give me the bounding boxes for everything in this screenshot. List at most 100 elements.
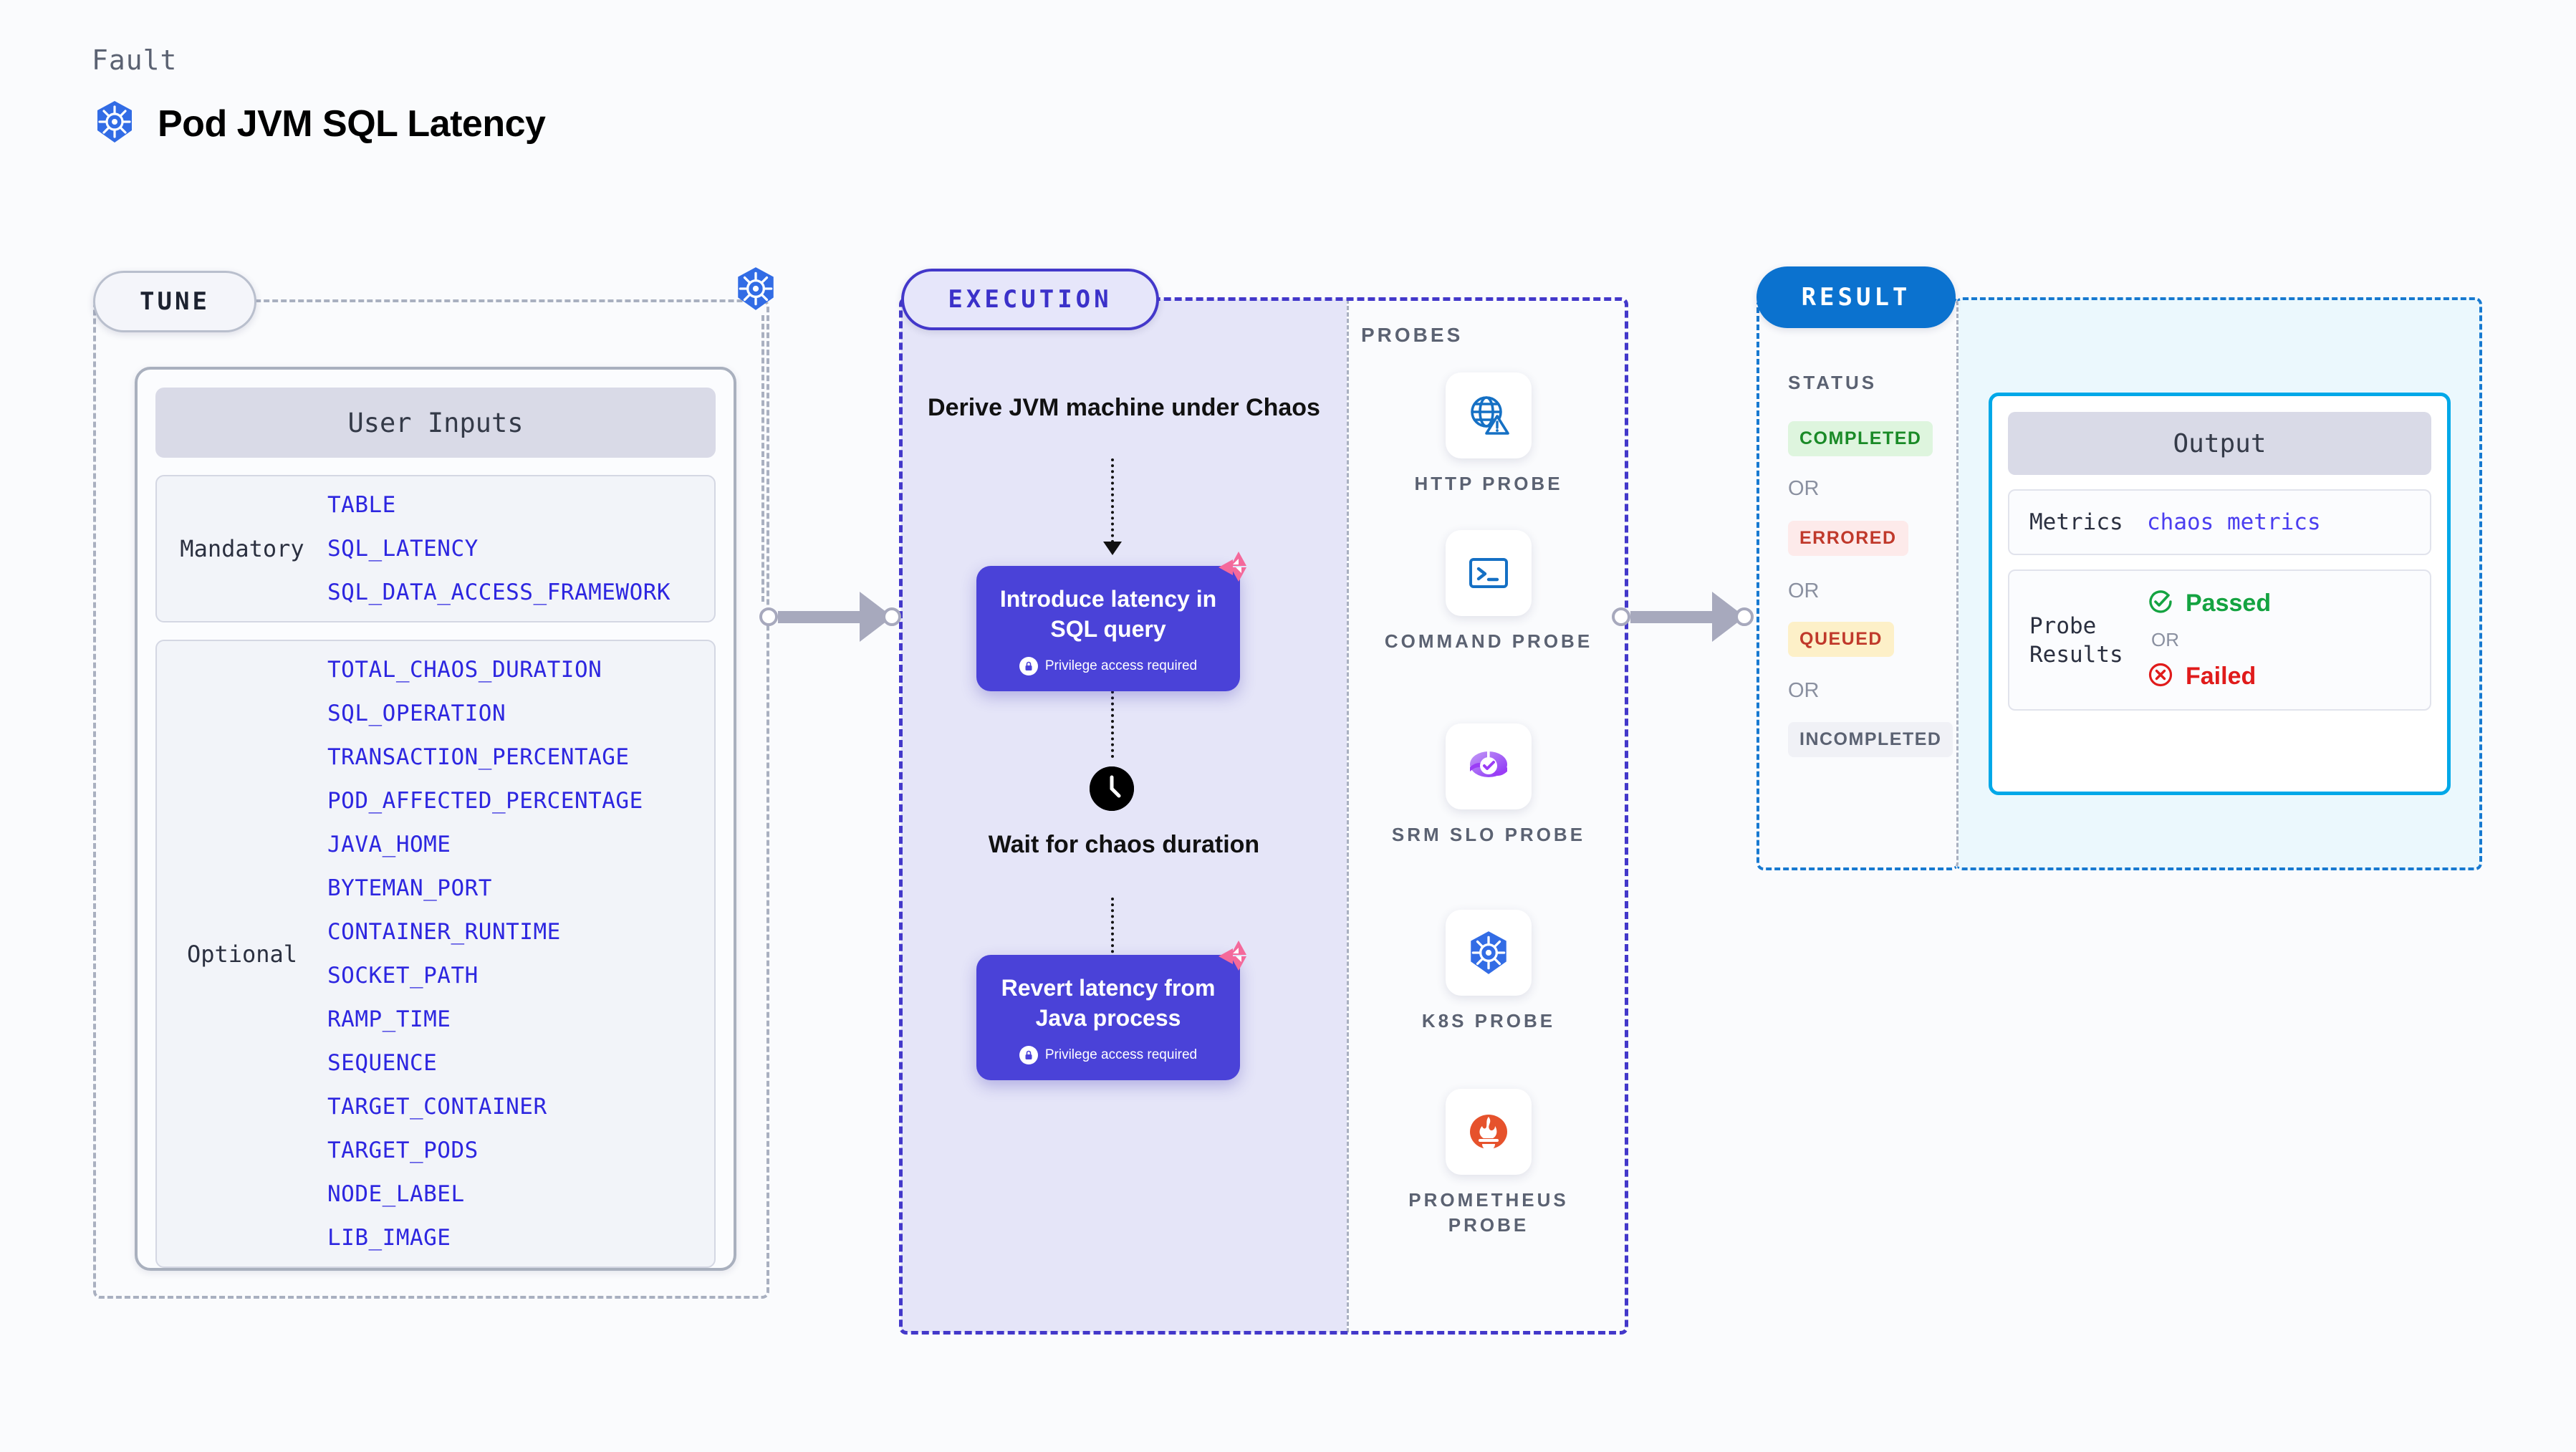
- param-group-mandatory: Mandatory TABLE SQL_LATENCY SQL_DATA_ACC…: [155, 475, 716, 622]
- probe-item-k8s[interactable]: K8S PROBE: [1381, 910, 1596, 1034]
- probe-item-srm-slo[interactable]: SRM SLO PROBE: [1381, 723, 1596, 847]
- probe-label: PROMETHEUS PROBE: [1408, 1189, 1569, 1236]
- tune-panel: [93, 299, 769, 1299]
- kubernetes-icon: [732, 265, 779, 316]
- status-badge-queued: QUEUED: [1788, 622, 1894, 657]
- or-separator: OR: [2151, 629, 2179, 651]
- param-item[interactable]: SOCKET_PATH: [327, 963, 479, 989]
- connector-start-dot: [759, 607, 778, 626]
- param-item[interactable]: TABLE: [327, 492, 396, 518]
- connector-bar: [1630, 610, 1714, 623]
- execution-step-card-introduce-latency[interactable]: Introduce latency in SQL query Privilege…: [976, 552, 1246, 692]
- connector-tune-to-execution: [759, 592, 901, 642]
- kubernetes-icon: [92, 99, 138, 148]
- status-badge-completed: COMPLETED: [1788, 421, 1933, 456]
- probes-label: PROBES: [1361, 324, 1464, 346]
- connector-end-dot: [883, 607, 901, 626]
- or-separator: OR: [1788, 580, 1820, 602]
- param-item[interactable]: NODE_LABEL: [327, 1181, 465, 1207]
- or-separator: OR: [1788, 477, 1820, 500]
- srm-slo-icon: [1446, 723, 1532, 809]
- probe-item-http[interactable]: HTTP PROBE: [1381, 372, 1596, 496]
- result-badge[interactable]: RESULT: [1756, 266, 1956, 328]
- x-circle-icon: [2147, 661, 2174, 692]
- probe-result-passed: Passed: [2147, 588, 2271, 619]
- user-inputs-card: User Inputs Mandatory TABLE SQL_LATENCY …: [135, 367, 736, 1271]
- probe-label: HTTP PROBE: [1414, 473, 1563, 494]
- clock-icon: [1090, 766, 1134, 811]
- lock-icon: [1019, 657, 1038, 676]
- or-separator: OR: [1788, 679, 1820, 702]
- param-item[interactable]: SQL_DATA_ACCESS_FRAMEWORK: [327, 580, 671, 605]
- output-card: Output Metrics chaos metrics Probe Resul…: [1989, 393, 2451, 795]
- probe-item-command[interactable]: COMMAND PROBE: [1381, 530, 1596, 654]
- param-item[interactable]: RAMP_TIME: [327, 1006, 451, 1032]
- fault-eyebrow: Fault: [92, 44, 178, 76]
- tune-badge[interactable]: TUNE: [93, 271, 256, 332]
- privilege-note: Privilege access required: [992, 1046, 1224, 1065]
- param-item[interactable]: POD_AFFECTED_PERCENTAGE: [327, 788, 643, 814]
- param-item[interactable]: TARGET_CONTAINER: [327, 1094, 547, 1120]
- execution-step-text: Derive JVM machine under Chaos: [928, 394, 1320, 421]
- globe-warning-icon: [1446, 372, 1532, 458]
- fault-title-row: Pod JVM SQL Latency: [92, 99, 546, 148]
- param-group-kind: Optional: [186, 940, 298, 968]
- execution-panel: [899, 297, 1628, 1335]
- param-item[interactable]: SQL_LATENCY: [327, 536, 479, 562]
- param-item[interactable]: CONTAINER_RUNTIME: [327, 919, 561, 945]
- param-list: TOTAL_CHAOS_DURATION SQL_OPERATION TRANS…: [327, 657, 643, 1251]
- param-item[interactable]: TRANSACTION_PERCENTAGE: [327, 744, 630, 770]
- output-row-probe-results: Probe Results Passed OR: [2008, 569, 2431, 711]
- connector-bar: [778, 610, 861, 623]
- step-title: Revert latency from Java process: [1001, 975, 1216, 1031]
- passed-label: Passed: [2186, 590, 2272, 617]
- privilege-text: Privilege access required: [1044, 658, 1198, 674]
- chaos-badge-icon: [1217, 550, 1253, 587]
- probe-result-failed: Failed: [2147, 661, 2271, 692]
- output-key: Metrics: [2029, 509, 2123, 535]
- connector-end-dot: [1735, 607, 1754, 626]
- kubernetes-icon: [1446, 910, 1532, 996]
- privilege-note: Privilege access required: [992, 657, 1224, 676]
- chaos-badge-icon: [1217, 939, 1253, 976]
- param-item[interactable]: SQL_OPERATION: [327, 701, 506, 726]
- status-badge-errored: ERRORED: [1788, 521, 1908, 556]
- result-status-panel: [1756, 297, 1959, 870]
- param-item[interactable]: SEQUENCE: [327, 1050, 438, 1076]
- execution-badge[interactable]: EXECUTION: [901, 269, 1159, 330]
- page-header: Fault Pod JVM SQL Latency: [92, 44, 546, 148]
- flow-connector-line: [1111, 679, 1114, 758]
- param-item[interactable]: LIB_IMAGE: [327, 1225, 451, 1251]
- probe-label: SRM SLO PROBE: [1391, 824, 1586, 845]
- param-item[interactable]: BYTEMAN_PORT: [327, 875, 492, 901]
- param-item[interactable]: TARGET_PODS: [327, 1138, 479, 1163]
- connector-execution-to-result: [1612, 592, 1754, 642]
- status-label: STATUS: [1788, 372, 1878, 393]
- lock-icon: [1019, 1046, 1038, 1065]
- terminal-icon: [1446, 530, 1532, 616]
- failed-label: Failed: [2186, 663, 2257, 691]
- output-key: Probe Results: [2029, 612, 2123, 668]
- user-inputs-title: User Inputs: [155, 388, 716, 458]
- probe-results-values: Passed OR Failed: [2147, 588, 2271, 692]
- connector-start-dot: [1612, 607, 1630, 626]
- probe-item-prometheus[interactable]: PROMETHEUS PROBE: [1381, 1089, 1596, 1238]
- prometheus-icon: [1446, 1089, 1532, 1175]
- flow-connector-line: [1111, 898, 1114, 982]
- output-row-metrics: Metrics chaos metrics: [2008, 489, 2431, 556]
- status-badge-incompleted: INCOMPLETED: [1788, 722, 1953, 757]
- execution-step-card-revert-latency[interactable]: Revert latency from Java process Privile…: [976, 941, 1246, 1081]
- privilege-text: Privilege access required: [1044, 1047, 1198, 1063]
- output-metrics-value[interactable]: chaos metrics: [2147, 509, 2321, 536]
- param-group-kind: Mandatory: [180, 535, 304, 562]
- tune-k8s-connector-line: [761, 315, 764, 602]
- param-item[interactable]: JAVA_HOME: [327, 832, 451, 857]
- param-list: TABLE SQL_LATENCY SQL_DATA_ACCESS_FRAMEW…: [327, 492, 671, 605]
- param-item[interactable]: TOTAL_CHAOS_DURATION: [327, 657, 602, 683]
- probe-label: COMMAND PROBE: [1384, 630, 1593, 652]
- flow-arrowhead: [1103, 542, 1122, 555]
- page-title: Pod JVM SQL Latency: [158, 102, 546, 145]
- execution-step-text: Wait for chaos duration: [988, 831, 1260, 858]
- execution-inner-area: [901, 299, 1347, 1332]
- probe-label: K8S PROBE: [1421, 1010, 1556, 1032]
